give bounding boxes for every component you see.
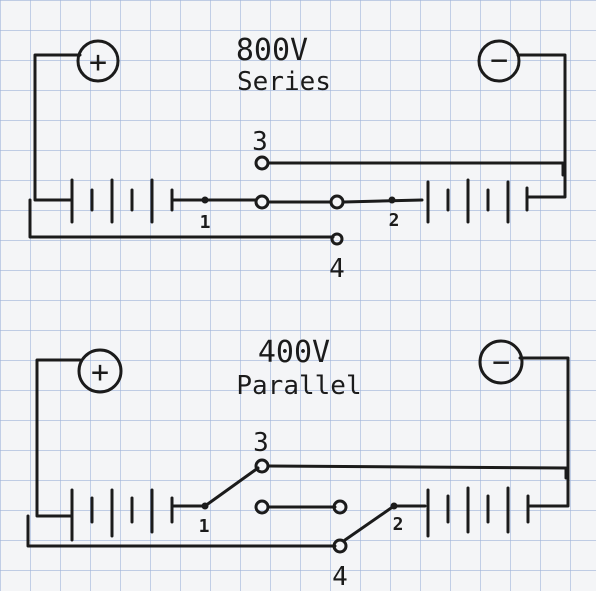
series-subtitle: Series [237,67,331,97]
series-bottom-wire [28,198,335,239]
series-negative-wire [516,53,567,199]
series-wire-c [342,198,424,204]
parallel-node-1-label: 1 [199,516,210,537]
parallel-terminal-3-label: 3 [253,428,269,458]
series-center-terminal-left [254,194,270,210]
parallel-bottom-wire [26,514,337,548]
series-terminal-4 [330,232,344,246]
series-center-terminal-right [329,194,345,210]
series-negative-icon [477,39,521,83]
parallel-node-1-dot [201,502,209,510]
parallel-left-battery-icon [70,488,174,542]
series-title: 800V [236,33,308,68]
parallel-right-battery-icon [426,486,530,538]
parallel-terminal-4 [332,538,348,554]
series-positive-sign: + [89,45,107,80]
parallel-negative-wire [518,356,570,508]
series-terminal-3-label: 3 [252,127,268,157]
series-node-2-label: 2 [389,210,400,231]
series-diagram: + − 800V Series 1 2 3 4 [28,33,567,284]
series-right-battery-icon [426,178,529,224]
parallel-node-2-dot [390,502,398,510]
parallel-title: 400V [258,335,330,370]
parallel-positive-sign: + [91,355,109,390]
series-terminal-3-wire [266,161,565,177]
parallel-positive-icon [77,348,123,394]
series-node-1-label: 1 [200,212,211,233]
parallel-center-terminal-left [254,499,270,515]
parallel-positive-wire [35,358,82,518]
series-node-2-dot [388,196,396,204]
parallel-node-2-label: 2 [393,514,404,535]
parallel-negative-icon [478,339,524,385]
parallel-diagram: + − 400V Parallel 1 2 3 4 [26,335,570,591]
parallel-terminal-3-wire [266,464,568,480]
parallel-negative-sign: − [492,345,510,380]
series-terminal-4-label: 4 [329,254,345,284]
series-left-battery-icon [70,178,174,224]
parallel-switch-4-to-2 [343,504,396,542]
series-negative-sign: − [490,43,508,78]
parallel-switch-1-to-3 [203,466,260,508]
parallel-terminal-4-label: 4 [332,562,348,591]
parallel-subtitle: Parallel [236,371,361,401]
parallel-center-terminal-right [332,499,348,515]
series-node-1-dot [201,196,209,204]
series-positive-icon [76,39,120,83]
series-positive-wire [33,53,82,202]
